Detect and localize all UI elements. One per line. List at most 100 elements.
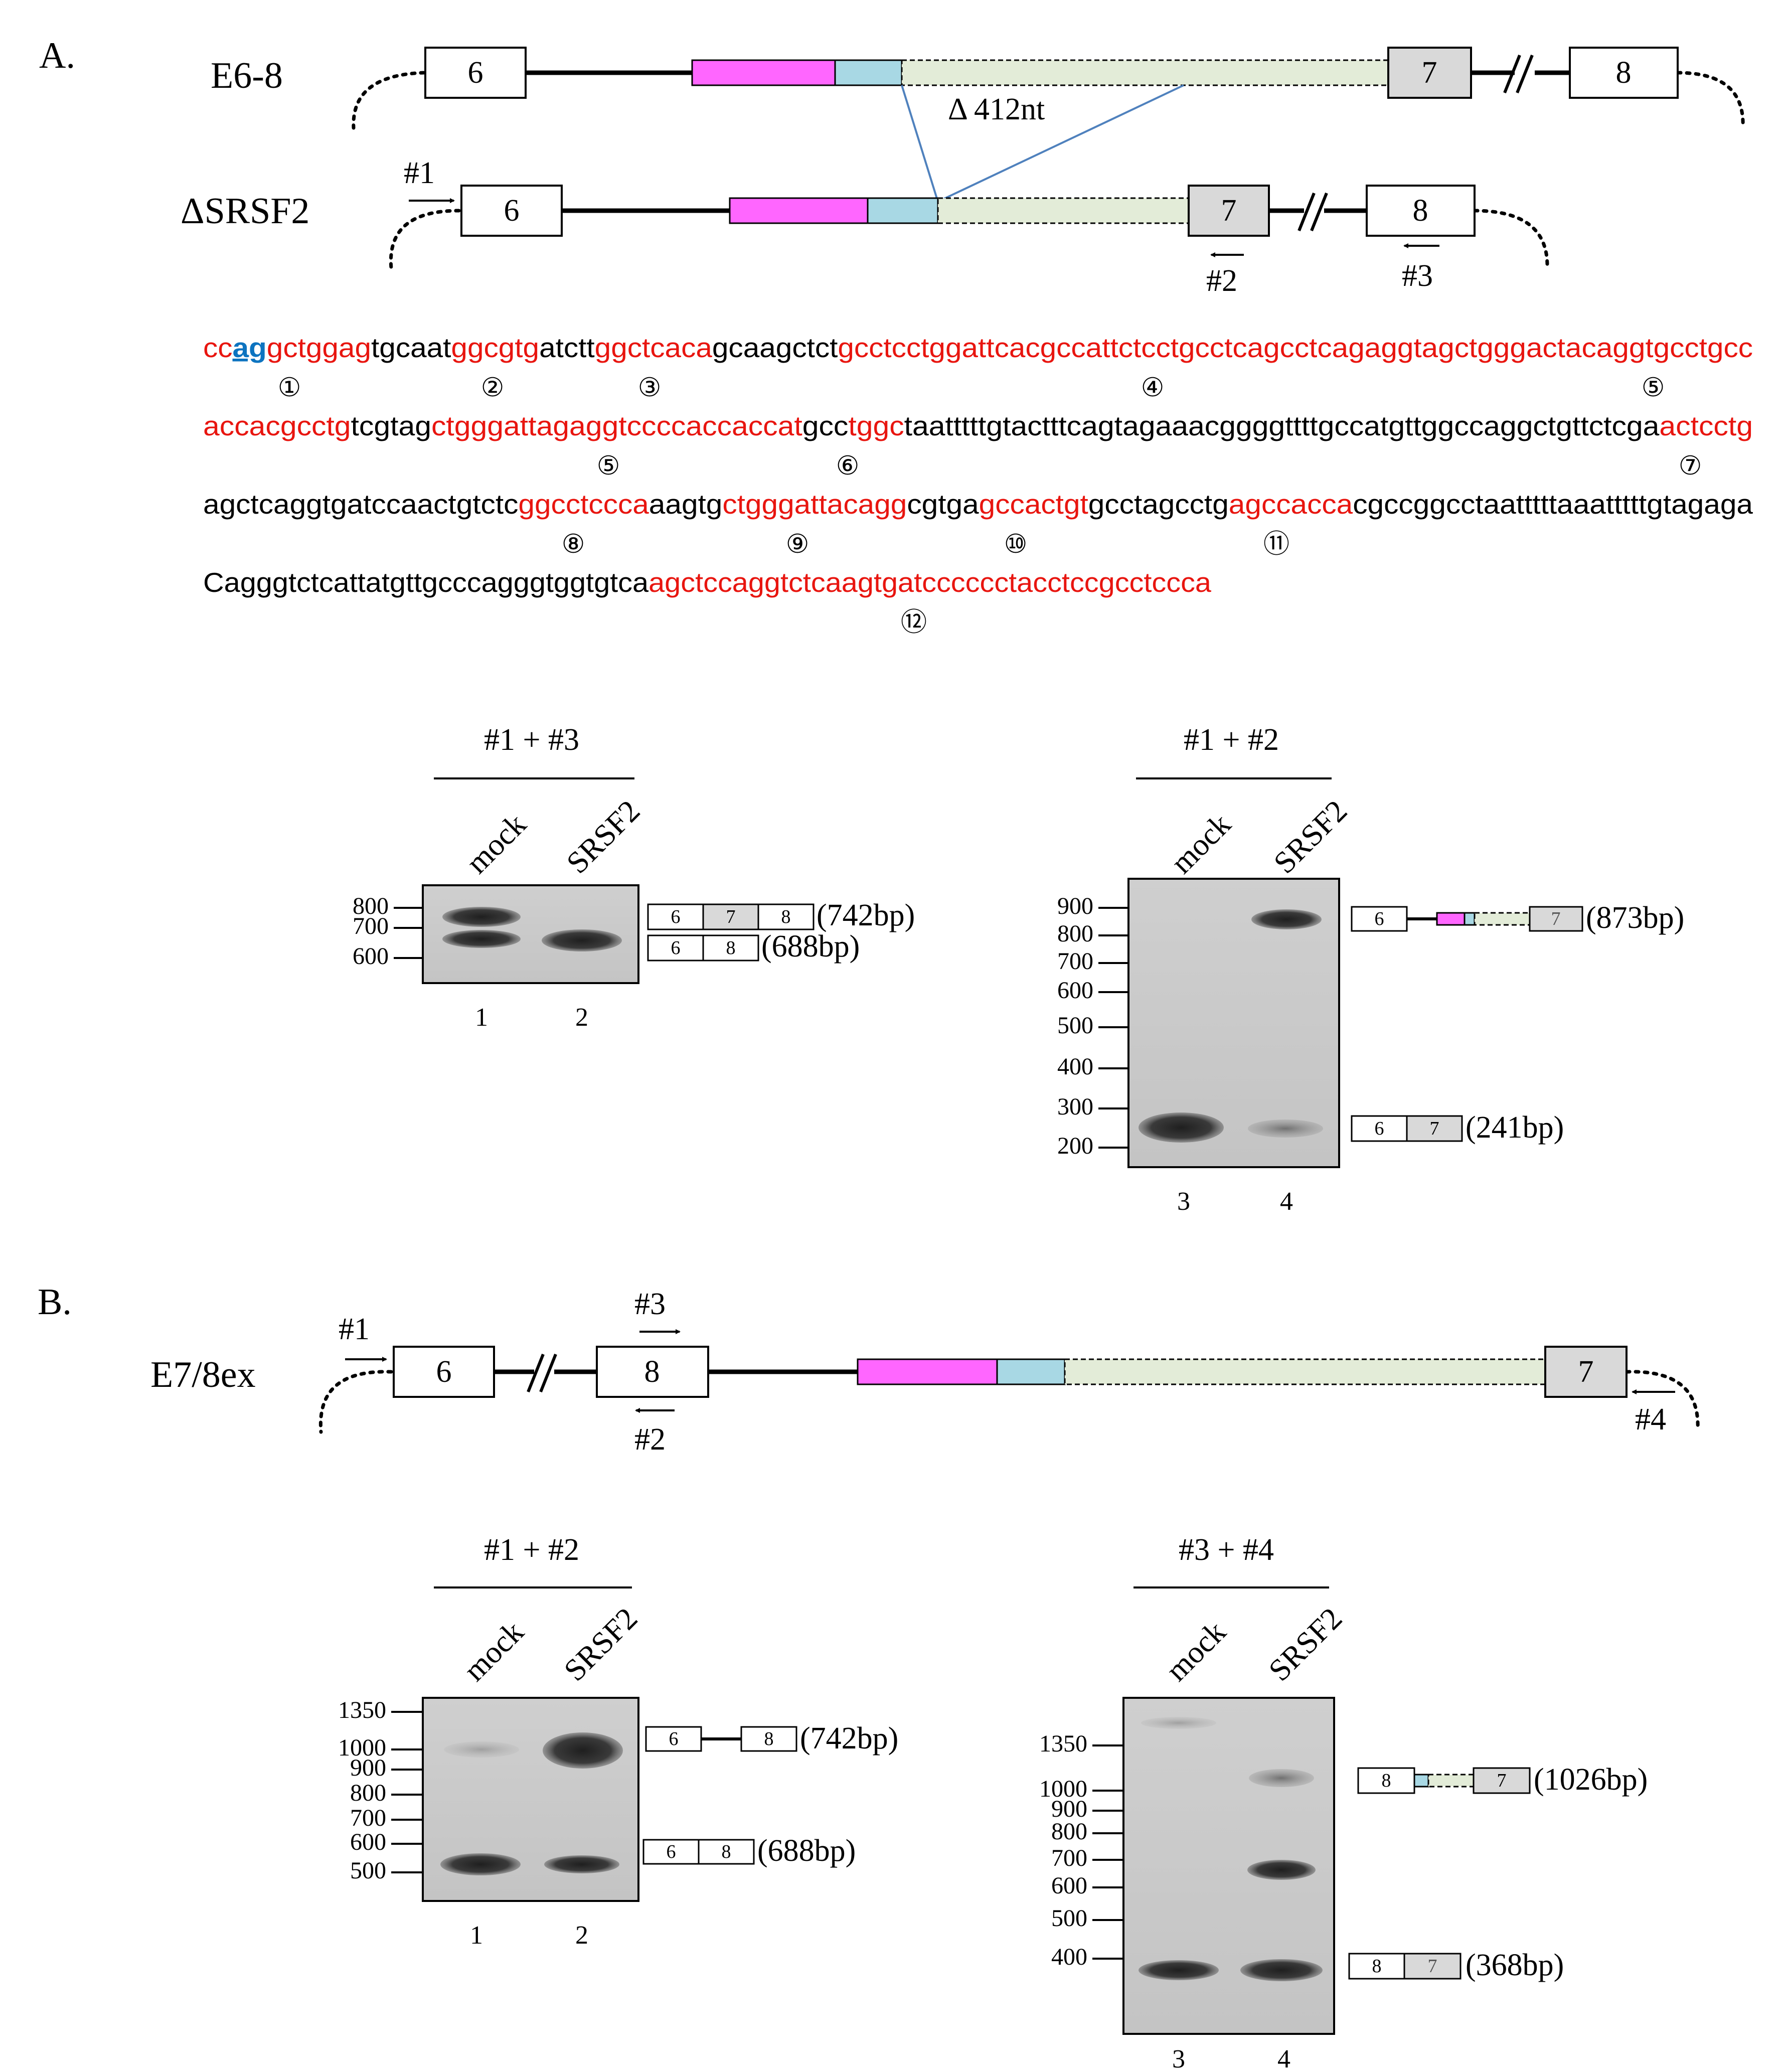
primer-label: #4 <box>1635 1402 1666 1437</box>
gel-title: #1 + #3 <box>484 723 579 757</box>
motif-number: ⑫ <box>901 607 927 637</box>
gel-band <box>1247 1860 1316 1880</box>
product-size: (688bp) <box>757 1834 856 1868</box>
construct-top-name: E6-8 <box>211 55 283 96</box>
motif-number: ④ <box>1141 373 1165 403</box>
size-marker: 500 <box>1057 1012 1093 1039</box>
exon-label: 8 <box>1413 194 1428 228</box>
motif-number: ⑤ <box>1642 373 1665 403</box>
product-exon: 6 <box>671 906 681 927</box>
product-exon: 8 <box>722 1841 731 1862</box>
product-exon: 8 <box>1382 1770 1391 1791</box>
size-marker: 600 <box>1057 977 1093 1004</box>
gel-band <box>1141 1717 1216 1729</box>
panel-a-label: A. <box>39 35 75 76</box>
motif-number: ⑩ <box>1004 529 1028 559</box>
gel-band <box>1139 1112 1224 1143</box>
product-exon: 6 <box>1375 1118 1384 1139</box>
gel-b-right-group: #3 + #4 mock SRSF2 1350 1000 900 800 700… <box>1039 1533 1648 2072</box>
lane-number: 2 <box>575 1921 588 1950</box>
product-size: (688bp) <box>761 929 860 964</box>
motif-number: ⑧ <box>562 529 585 559</box>
size-marker: 700 <box>1057 948 1093 975</box>
lane-label: mock <box>1160 1615 1232 1687</box>
lane-label: mock <box>460 807 533 880</box>
size-marker: 400 <box>1057 1053 1093 1080</box>
size-marker: 1000 <box>338 1734 386 1761</box>
gel-band <box>543 1732 623 1769</box>
gel-band <box>1139 1960 1219 1980</box>
size-marker: 600 <box>1051 1872 1087 1899</box>
gel-band <box>542 929 622 951</box>
lane-number: 4 <box>1277 2045 1290 2072</box>
motif-number: ⑨ <box>786 529 809 559</box>
product-exon: 7 <box>1430 1118 1439 1139</box>
product-exon: 6 <box>667 1841 676 1862</box>
product-exon: 7 <box>1551 908 1561 929</box>
lane-number: 3 <box>1172 2045 1185 2072</box>
gel-title: #3 + #4 <box>1179 1533 1274 1567</box>
primer-label: #2 <box>1206 264 1237 298</box>
size-marker: 500 <box>350 1857 386 1884</box>
lane-label: SRSF2 <box>1262 1601 1349 1687</box>
size-marker: 1000 <box>1039 1776 1087 1802</box>
gel-band <box>440 1853 521 1875</box>
construct-delta-srsf2: ΔSRSF2 #1 6 7 8 #2 #3 <box>181 156 1549 298</box>
product-exon: 7 <box>726 906 736 927</box>
primer-label: #3 <box>634 1287 666 1321</box>
motif-number: ⑥ <box>836 451 860 481</box>
deletion-line-left <box>901 85 939 202</box>
lane-number: 3 <box>1177 1187 1190 1216</box>
product-size: (241bp) <box>1466 1110 1564 1145</box>
primer-label: #1 <box>339 1312 370 1346</box>
product-exon: 8 <box>764 1728 774 1749</box>
size-marker: 700 <box>350 1805 386 1831</box>
construct-e7-8ex: E7/8ex #1 6 8 7 #3 #2 #4 <box>150 1287 1700 1457</box>
gel-band <box>1249 1769 1314 1787</box>
gel-title: #1 + #2 <box>1184 723 1279 757</box>
lane-label: mock <box>457 1615 530 1687</box>
lane-number: 2 <box>575 1003 588 1032</box>
lane-number: 1 <box>470 1921 483 1950</box>
lane-label: mock <box>1165 807 1237 880</box>
gel-band <box>1248 1120 1323 1138</box>
deletion-line-right <box>937 84 1184 203</box>
product-size: (873bp) <box>1586 901 1684 935</box>
gel-band <box>1240 1959 1323 1981</box>
product-exon: 7 <box>1428 1956 1437 1977</box>
product-exon: 8 <box>1372 1956 1382 1977</box>
gel-title: #1 + #2 <box>484 1533 579 1567</box>
size-marker: 800 <box>353 893 389 919</box>
lane-label: SRSF2 <box>1267 793 1354 880</box>
product-size: (368bp) <box>1466 1948 1564 1982</box>
deletion-label: Δ 412nt <box>948 92 1045 126</box>
size-marker: 600 <box>350 1829 386 1855</box>
motif-number: ③ <box>638 373 662 403</box>
size-marker: 900 <box>1051 1796 1087 1822</box>
exon-label: 8 <box>644 1355 660 1389</box>
exon-label: 6 <box>436 1355 452 1389</box>
gel-band <box>1251 909 1322 929</box>
size-marker: 1350 <box>338 1697 386 1723</box>
product-size: (1026bp) <box>1534 1763 1648 1797</box>
exon-label: 7 <box>1578 1355 1594 1389</box>
size-marker: 500 <box>1051 1905 1087 1932</box>
exon-label: 6 <box>468 56 483 90</box>
gel-a-left-group: #1 + #3 mock SRSF2 800 700 600 1 2 6 7 8… <box>353 723 915 1032</box>
lane-number: 4 <box>1280 1187 1293 1216</box>
size-marker: 900 <box>350 1755 386 1781</box>
size-marker: 300 <box>1057 1093 1093 1120</box>
size-marker: 200 <box>1057 1133 1093 1159</box>
gel-band <box>544 1855 619 1873</box>
exon-label: 8 <box>1616 56 1632 90</box>
dotted-arc-left <box>352 71 426 130</box>
product-exon: 8 <box>781 906 791 927</box>
product-exon: 7 <box>1497 1770 1507 1791</box>
size-marker: 700 <box>353 913 389 939</box>
gel-a-right-group: #1 + #2 mock SRSF2 900 800 700 600 500 4… <box>1057 723 1684 1216</box>
panel-b-label: B. <box>38 1282 72 1323</box>
